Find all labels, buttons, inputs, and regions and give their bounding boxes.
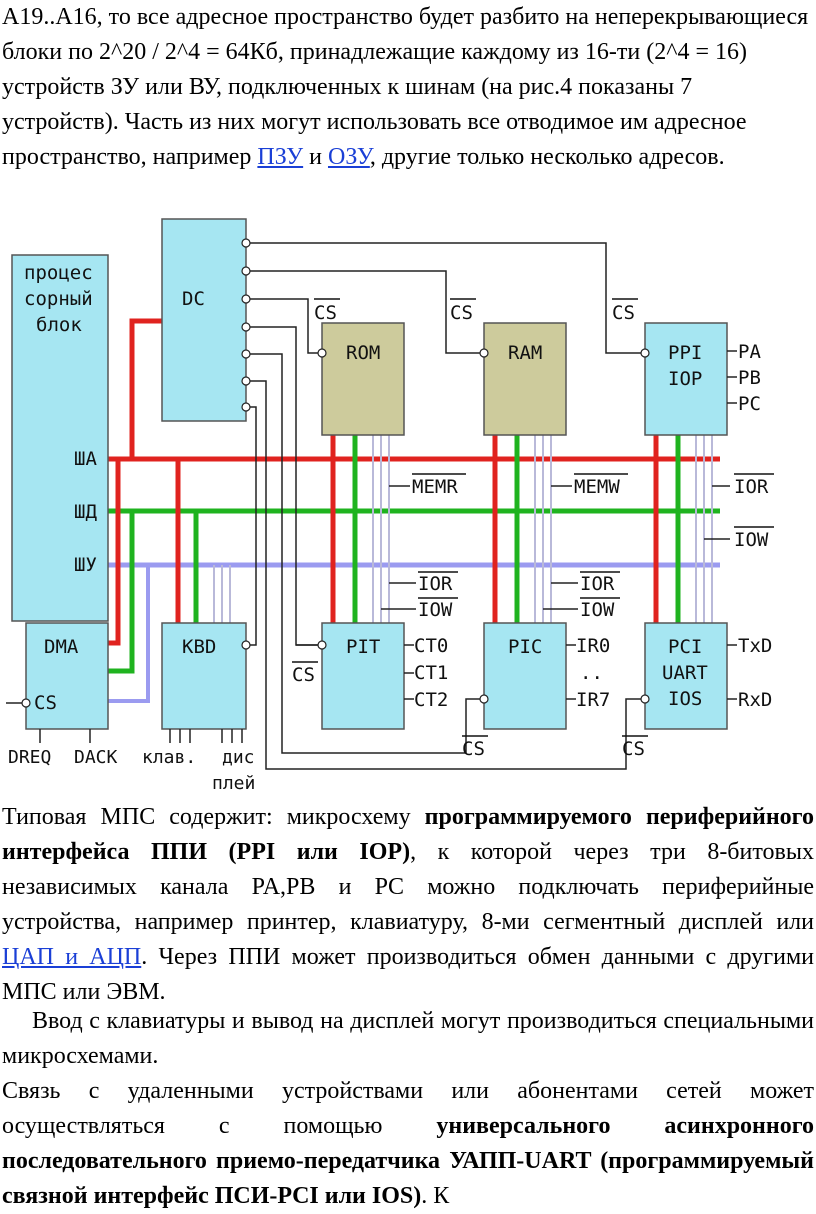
ppi-text-3: . Через ППИ может производиться обмен да… xyxy=(2,944,814,1005)
klav-label: клав. xyxy=(142,747,196,768)
bus-label-address: ША xyxy=(74,448,97,470)
pit-ct1: CT1 xyxy=(414,662,448,684)
cs-pci-label: CS xyxy=(622,738,645,760)
dack-label: DACK xyxy=(74,747,118,768)
cpu-label-3: блок xyxy=(36,314,82,336)
ior-pit-label: IOR xyxy=(418,573,453,595)
ppi-label-2: IOP xyxy=(668,368,702,390)
pci-rxd: RxD xyxy=(738,689,772,711)
paragraph-uart: Связь с удаленными устройствами или абон… xyxy=(2,1074,814,1214)
link-ozu[interactable]: ОЗУ xyxy=(327,144,370,170)
pic-dots: .. xyxy=(580,662,603,684)
ppi-text-1: Типовая МПС содержит: микросхему xyxy=(2,804,425,830)
ior-ppi-label: IOR xyxy=(734,476,769,498)
pci-label-3: IOS xyxy=(668,688,702,710)
cpu-block xyxy=(11,254,109,622)
ppi-chip xyxy=(644,322,728,436)
ior-pic-label: IOR xyxy=(580,573,615,595)
ram-chip xyxy=(483,322,567,436)
intro-text-and: и xyxy=(303,144,328,170)
ppi-port-pc: PC xyxy=(738,393,761,415)
cs-rom-label: CS xyxy=(314,302,337,324)
ppi-label-1: PPI xyxy=(668,342,702,364)
memw-label: MEMW xyxy=(574,476,620,498)
display-label-2: плей xyxy=(212,773,255,794)
intro-text-end: , другие только несколько адресов. xyxy=(369,144,725,170)
rom-label: ROM xyxy=(346,342,380,364)
uart-text-1: Связь с удаленными устройствами или абон… xyxy=(2,1078,814,1139)
pic-ir0: IR0 xyxy=(576,635,610,657)
dc-label: DC xyxy=(182,288,205,310)
cpu-label-2: сорный xyxy=(24,288,93,310)
cpu-label-1: процес xyxy=(24,262,93,284)
display-label-1: дис xyxy=(222,747,255,768)
ppi-bold: программируемого периферийного интерфейс… xyxy=(2,804,814,865)
pit-chip xyxy=(321,622,405,730)
paragraph-ppi: Типовая МПС содержит: микросхему програм… xyxy=(2,800,814,1010)
pit-ct2: CT2 xyxy=(414,689,448,711)
cs-ram-label: CS xyxy=(450,302,473,324)
iow-pic-label: IOW xyxy=(580,599,615,621)
intro-text: A19..A16, то все адресное пространство б… xyxy=(2,4,809,170)
paragraph-keyboard: Ввод с клавиатуры и вывод на дисплей мог… xyxy=(2,1008,814,1069)
cs-ppi-label: CS xyxy=(612,302,635,324)
cs-pit-label: CS xyxy=(292,664,315,686)
bus-label-data: ШД xyxy=(74,501,97,523)
cs-pic-label: CS xyxy=(462,738,485,760)
pci-label-2: UART xyxy=(662,662,708,684)
iow-ppi-label: IOW xyxy=(734,529,769,551)
intro-paragraph: A19..A16, то все адресное пространство б… xyxy=(2,0,814,175)
pci-txd: TxD xyxy=(738,635,772,657)
pci-label-1: PCI xyxy=(668,636,702,658)
ppi-text-2: , к которой через три 8-битовых независи… xyxy=(2,839,814,935)
ppi-port-pb: PB xyxy=(738,367,761,389)
kbd-chip xyxy=(161,622,247,730)
dreq-label: DREQ xyxy=(8,747,51,768)
dma-cs-label: CS xyxy=(34,692,57,714)
pci-chip xyxy=(644,622,728,730)
memr-label: MEMR xyxy=(412,476,458,498)
pic-ir7: IR7 xyxy=(576,689,610,711)
mps-block-diagram: процес сорный блок DC ROM RAM PPI IOP DM… xyxy=(6,218,774,794)
link-pzu[interactable]: ПЗУ xyxy=(257,144,304,170)
dma-chip xyxy=(25,622,109,730)
pit-label: PIT xyxy=(346,636,380,658)
pic-chip xyxy=(483,622,567,730)
dma-label: DMA xyxy=(44,636,79,658)
uart-text-2: . К xyxy=(421,1183,450,1209)
ppi-port-pa: PA xyxy=(738,341,761,363)
iow-pit-label: IOW xyxy=(418,599,453,621)
bus-label-control: ШУ xyxy=(74,554,97,576)
uart-bold: универсального асинхронного последовател… xyxy=(2,1113,815,1209)
ram-label: RAM xyxy=(508,342,542,364)
pic-label: PIC xyxy=(508,636,542,658)
dc-chip xyxy=(161,218,247,422)
kbd-label: KBD xyxy=(182,636,216,658)
rom-chip xyxy=(321,322,405,436)
pit-ct0: CT0 xyxy=(414,635,448,657)
link-dac-adc[interactable]: ЦАП и АЦП xyxy=(2,944,142,970)
